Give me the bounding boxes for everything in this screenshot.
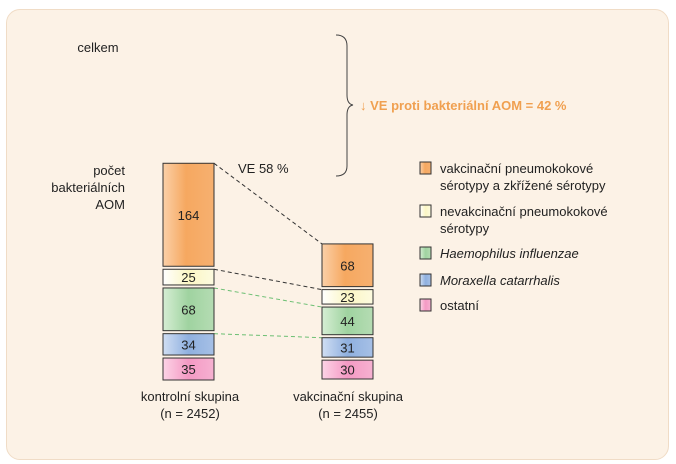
chart-frame xyxy=(6,9,669,460)
bar-value-label: 68 xyxy=(181,302,195,317)
legend-swatch xyxy=(419,298,432,312)
labels-layer: 35 34 68 25 164 30 31 44 23 68 xyxy=(178,208,355,378)
connector-line xyxy=(213,268,323,291)
legend-label: Haemophilus influenzae xyxy=(440,246,579,261)
y-label-line-1: počet xyxy=(93,163,125,178)
legend-label: vakcinační pneumokokové xyxy=(440,161,593,176)
legend-swatch xyxy=(419,273,432,287)
connector-line xyxy=(213,162,323,245)
bar-value-label: 68 xyxy=(340,258,354,273)
bar-segment xyxy=(321,337,374,358)
legend-label-line2: sérotypy a zkřížené sérotypy xyxy=(440,178,606,193)
legend-label-line2: sérotypy xyxy=(440,221,490,236)
celkem-label: celkem xyxy=(77,40,118,55)
bar-segment xyxy=(162,333,215,356)
legend-swatch xyxy=(419,204,432,218)
bar-value-label: 31 xyxy=(340,340,354,355)
category-label: vakcinační skupina xyxy=(293,389,404,404)
connector-line xyxy=(213,287,323,308)
legend-swatch xyxy=(419,161,432,175)
bar-value-label: 44 xyxy=(340,314,354,329)
category-sublabel: (n = 2452) xyxy=(160,406,220,421)
bar-value-label: 23 xyxy=(340,290,354,305)
bar-segment xyxy=(162,287,215,332)
connector-lines xyxy=(213,162,323,339)
connector-line xyxy=(213,333,323,339)
y-axis-label: počet bakteriálních AOM xyxy=(51,163,125,212)
category-label: kontrolní skupina xyxy=(141,389,240,404)
bar-value-label: 35 xyxy=(181,362,195,377)
bar-segment xyxy=(321,289,374,305)
category-sublabel: (n = 2455) xyxy=(318,406,378,421)
legend-label: Moraxella catarrhalis xyxy=(440,273,560,288)
bar-segment xyxy=(321,359,374,380)
bar-segment xyxy=(162,268,215,286)
y-label-line-3: AOM xyxy=(95,197,125,212)
x-axis-labels: kontrolní skupina (n = 2452) vakcinační sk… xyxy=(141,389,404,421)
bar-value-label: 164 xyxy=(178,208,200,223)
y-label-line-2: bakteriálních xyxy=(51,180,125,195)
legend-label: nevakcinační pneumokokové xyxy=(440,204,608,219)
ve-vaccine-annotation: VE 58 % xyxy=(238,161,289,176)
legend-swatch xyxy=(419,246,432,260)
bar-segment xyxy=(321,306,374,336)
bar-value-label: 34 xyxy=(181,337,195,352)
bar-segment xyxy=(321,243,374,288)
bar-value-label: 25 xyxy=(181,270,195,285)
bar-segment xyxy=(162,357,215,381)
legend: vakcinační pneumokokové sérotypy a zkříže… xyxy=(419,161,608,313)
ve-brace xyxy=(335,34,354,177)
legend-label: ostatní xyxy=(440,298,479,313)
ve-total-annotation: ↓ VE proti bakteriální AOM = 42 % xyxy=(360,98,567,113)
bars-layer xyxy=(162,162,374,381)
bar-value-label: 30 xyxy=(340,363,354,378)
bar-segment xyxy=(162,162,215,267)
